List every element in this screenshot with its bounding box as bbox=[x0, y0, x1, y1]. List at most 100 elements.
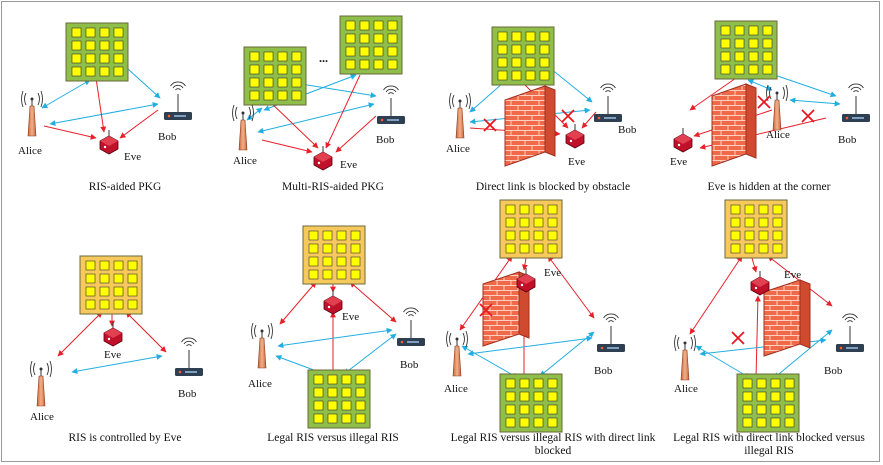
alice-label: Alice bbox=[233, 155, 257, 167]
bob-router-icon bbox=[836, 313, 864, 352]
brick-wall-icon bbox=[711, 83, 757, 167]
reflected-link bbox=[343, 333, 397, 375]
bob-router-icon bbox=[377, 85, 405, 124]
alice-antenna-icon bbox=[251, 322, 273, 369]
eve-device-icon bbox=[313, 146, 333, 171]
eavesdrop-link bbox=[267, 99, 319, 149]
eavesdrop-link bbox=[349, 281, 397, 323]
legal-ris-panel bbox=[714, 20, 778, 80]
eve-label: Eve bbox=[124, 151, 141, 163]
panel-caption: RIS is controlled by Eve bbox=[68, 432, 182, 444]
panel-caption: Legal RIS with direct link blocked versu… bbox=[673, 432, 865, 457]
alice-antenna-icon bbox=[232, 104, 254, 151]
eavesdrop-link bbox=[335, 115, 377, 153]
bob-label: Bob bbox=[158, 131, 177, 143]
panel-caption: Legal RIS versus illegal RIS with direct… bbox=[450, 432, 656, 457]
eve-label: Eve bbox=[784, 269, 801, 281]
panel-caption: Direct link is blocked by obstacle bbox=[475, 181, 631, 193]
panel-caption: Multi-RIS-aided PKG bbox=[282, 181, 384, 193]
brick-wall-icon bbox=[763, 279, 811, 357]
eve-label: Eve bbox=[104, 349, 121, 361]
eavesdrop-link bbox=[325, 74, 361, 149]
reflected-link bbox=[49, 102, 159, 126]
alice-antenna-icon bbox=[766, 84, 788, 131]
blocked-link-mark bbox=[801, 109, 815, 123]
reflected-link bbox=[467, 335, 593, 357]
bob-label: Bob bbox=[400, 359, 419, 371]
eavesdrop-link bbox=[57, 311, 103, 357]
alice-antenna-icon bbox=[446, 330, 468, 377]
reflected-link bbox=[695, 345, 751, 379]
illegal-ris-panel bbox=[499, 199, 563, 259]
alice-antenna-icon bbox=[449, 92, 471, 139]
bob-router-icon bbox=[597, 313, 625, 352]
blocked-link-mark bbox=[757, 95, 771, 109]
alice-label: Alice bbox=[248, 378, 272, 390]
illegal-ris-panel bbox=[302, 225, 366, 285]
eavesdrop-link bbox=[95, 77, 107, 133]
eve-label: Eve bbox=[670, 156, 687, 168]
bob-router-icon bbox=[164, 81, 192, 120]
eve-device-icon bbox=[323, 290, 343, 315]
eavesdrop-link bbox=[754, 295, 761, 379]
eavesdrop-link bbox=[689, 77, 737, 111]
bob-router-icon bbox=[842, 83, 870, 122]
legal-ris-panel bbox=[491, 26, 555, 86]
eve-label: Eve bbox=[568, 156, 585, 168]
bob-label: Bob bbox=[824, 365, 843, 377]
alice-antenna-icon bbox=[30, 360, 52, 407]
eavesdrop-link bbox=[689, 255, 743, 335]
eavesdrop-link bbox=[261, 139, 313, 154]
eve-device-icon bbox=[673, 128, 693, 153]
alice-label: Alice bbox=[444, 383, 468, 395]
eve-label: Eve bbox=[342, 311, 359, 323]
legal-ris-panel bbox=[65, 22, 129, 82]
alice-antenna-icon bbox=[21, 90, 43, 137]
brick-wall-icon bbox=[504, 85, 556, 167]
eavesdrop-link bbox=[581, 111, 597, 129]
alice-label: Alice bbox=[18, 145, 42, 157]
reflected-link bbox=[257, 102, 375, 134]
eavesdrop-link bbox=[119, 109, 159, 139]
legal-ris-panel bbox=[736, 373, 800, 433]
panel-caption: Eve is hidden at the corner bbox=[707, 181, 831, 193]
panel-caption: Legal RIS versus illegal RIS bbox=[267, 432, 399, 444]
alice-label: Alice bbox=[674, 383, 698, 395]
reflected-link bbox=[277, 327, 393, 349]
eavesdrop-link bbox=[547, 255, 595, 319]
alice-label: Alice bbox=[766, 129, 790, 141]
bob-router-icon bbox=[175, 337, 203, 376]
bob-label: Bob bbox=[838, 134, 857, 146]
alice-label: Alice bbox=[30, 411, 54, 423]
eve-device-icon bbox=[103, 322, 123, 347]
eavesdrop-link bbox=[521, 257, 528, 271]
blocked-link-mark bbox=[731, 331, 745, 345]
blocked-link-mark bbox=[479, 303, 493, 317]
eve-device-icon bbox=[750, 271, 770, 296]
eve-device-icon bbox=[565, 124, 585, 149]
illegal-ris-panel bbox=[724, 199, 788, 259]
legal-ris-panel bbox=[243, 46, 307, 106]
blocked-link-mark bbox=[561, 109, 575, 123]
eavesdrop-link bbox=[125, 311, 167, 353]
bob-label: Bob bbox=[178, 388, 197, 400]
alice-antenna-icon bbox=[674, 334, 696, 381]
eavesdrop-link bbox=[43, 125, 97, 140]
legal-ris-panel bbox=[307, 369, 371, 429]
illegal-ris-panel bbox=[79, 255, 143, 315]
eve-device-icon bbox=[99, 130, 119, 155]
bob-label: Bob bbox=[618, 124, 637, 136]
reflected-link bbox=[71, 353, 163, 375]
reflected-link bbox=[41, 79, 91, 109]
blocked-link-mark bbox=[483, 118, 497, 132]
legal-ris-panel bbox=[339, 15, 403, 75]
bob-router-icon bbox=[397, 307, 425, 346]
bob-label: Bob bbox=[594, 365, 613, 377]
legal-ris-panel bbox=[499, 373, 563, 433]
eve-label: Eve bbox=[340, 159, 357, 171]
alice-label: Alice bbox=[446, 143, 470, 155]
bob-router-icon bbox=[594, 83, 622, 122]
eavesdrop-link bbox=[751, 257, 758, 273]
